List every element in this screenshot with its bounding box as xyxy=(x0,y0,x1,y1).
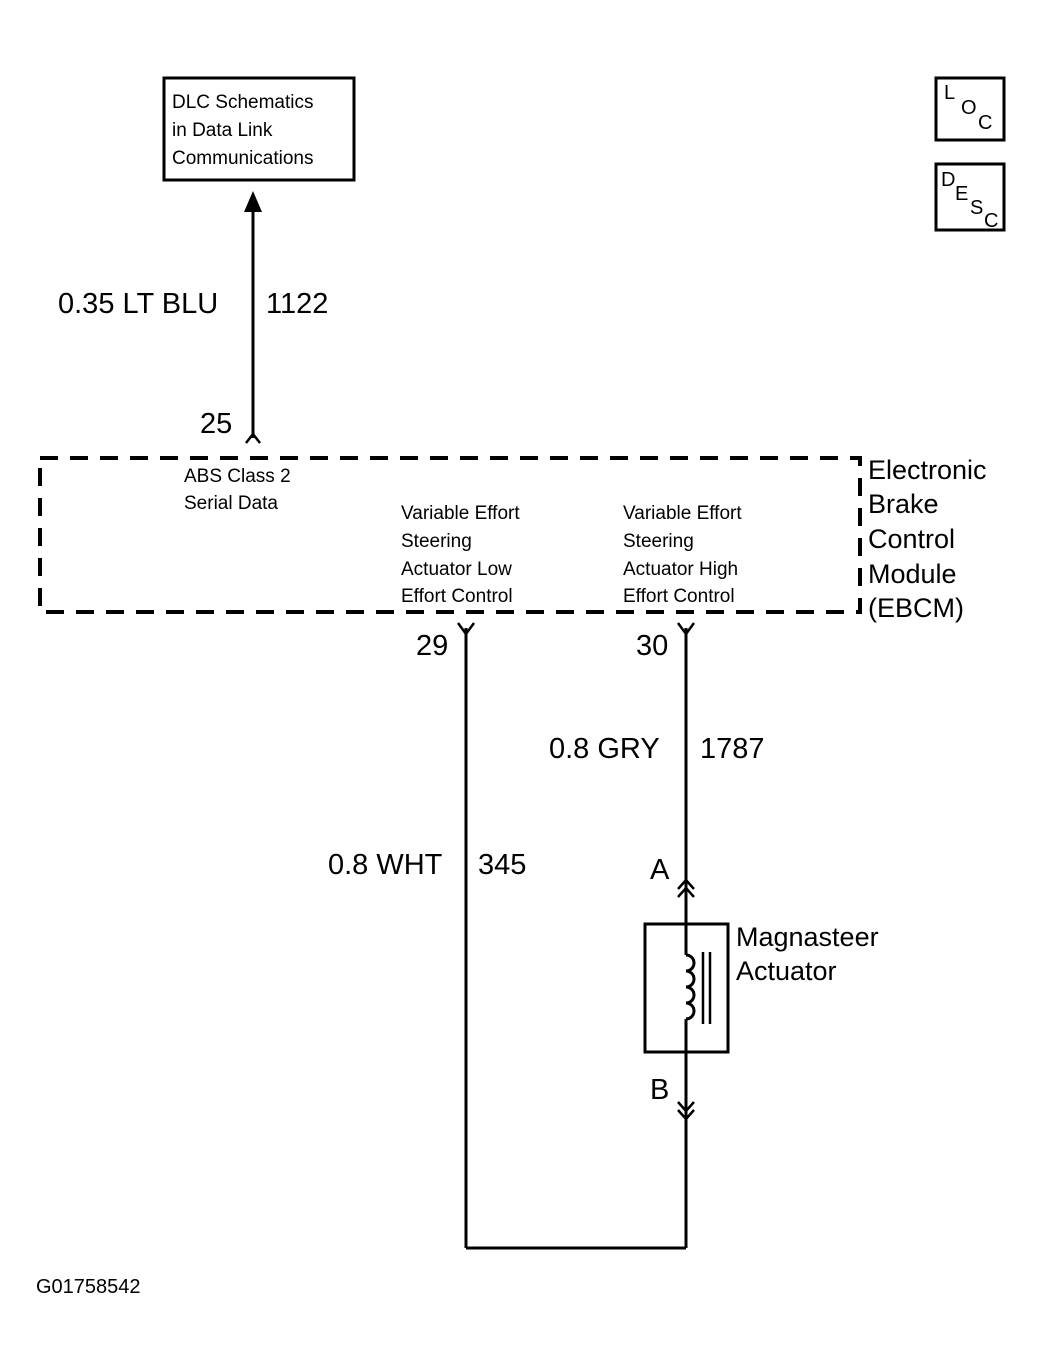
high-effort-label-2: Steering xyxy=(623,531,694,552)
low-effort-label-2: Steering xyxy=(401,531,472,552)
terminal-a-connector-icon-inner xyxy=(677,886,695,898)
high-effort-label-1: Variable Effort xyxy=(623,503,742,524)
ebcm-module-boundary[interactable] xyxy=(38,456,862,614)
high-wire-circuit: 1787 xyxy=(700,733,765,765)
high-wire-spec: 0.8 GRY xyxy=(549,733,660,765)
ebcm-name-line-5: (EBCM) xyxy=(868,593,964,623)
terminal-b-connector-icon xyxy=(677,1101,695,1113)
high-effort-label-4: Effort Control xyxy=(623,586,735,607)
high-effort-label-3: Actuator High xyxy=(623,559,738,580)
figure-code: G01758542 xyxy=(36,1276,141,1298)
terminal-a-connector-icon xyxy=(677,878,695,890)
actuator-name-line-2: Actuator xyxy=(736,956,837,986)
terminal-a-label: A xyxy=(650,854,670,886)
desc-icon-letter-e: E xyxy=(955,183,968,205)
low-wire-spec: 0.8 WHT xyxy=(328,849,443,881)
arrow-up-icon xyxy=(244,191,262,212)
coil-icon xyxy=(685,953,696,1021)
loc-icon-letter-o: O xyxy=(961,97,977,119)
loc-icon-letter-c: C xyxy=(978,112,992,134)
serial-pin-number: 25 xyxy=(200,408,232,440)
pin-25-connector-icon xyxy=(245,431,261,444)
serial-wire-circuit: 1122 xyxy=(266,288,328,320)
low-effort-label-4: Effort Control xyxy=(401,586,513,607)
dlc-box-line-3: Communications xyxy=(172,148,314,169)
serial-data-label-1: ABS Class 2 xyxy=(184,466,291,487)
desc-icon-letter-c: C xyxy=(984,210,998,232)
loc-icon-letter-l: L xyxy=(944,82,955,104)
serial-data-label-2: Serial Data xyxy=(184,493,278,514)
ebcm-name-line-4: Module xyxy=(868,559,957,589)
desc-icon[interactable] xyxy=(934,162,1006,232)
desc-icon-letter-d: D xyxy=(941,169,955,191)
ebcm-name-line-1: Electronic xyxy=(868,455,987,485)
dlc-schematics-box[interactable] xyxy=(162,76,356,182)
desc-icon-letter-s: S xyxy=(970,197,983,219)
low-effort-label-1: Variable Effort xyxy=(401,503,520,524)
loc-icon[interactable] xyxy=(934,76,1006,142)
low-wire-circuit: 345 xyxy=(478,849,526,881)
ebcm-name-line-2: Brake xyxy=(868,489,939,519)
serial-wire-spec: 0.35 LT BLU xyxy=(58,288,218,320)
dlc-box-line-1: DLC Schematics xyxy=(172,92,314,113)
actuator-name-line-1: Magnasteer xyxy=(736,922,879,952)
high-pin-number: 30 xyxy=(636,630,668,662)
terminal-b-label: B xyxy=(650,1074,669,1106)
low-pin-number: 29 xyxy=(416,630,448,662)
low-effort-label-3: Actuator Low xyxy=(401,559,512,580)
ebcm-name-line-3: Control xyxy=(868,524,955,554)
terminal-b-connector-icon-inner xyxy=(677,1109,695,1121)
dlc-box-line-2: in Data Link xyxy=(172,120,273,141)
